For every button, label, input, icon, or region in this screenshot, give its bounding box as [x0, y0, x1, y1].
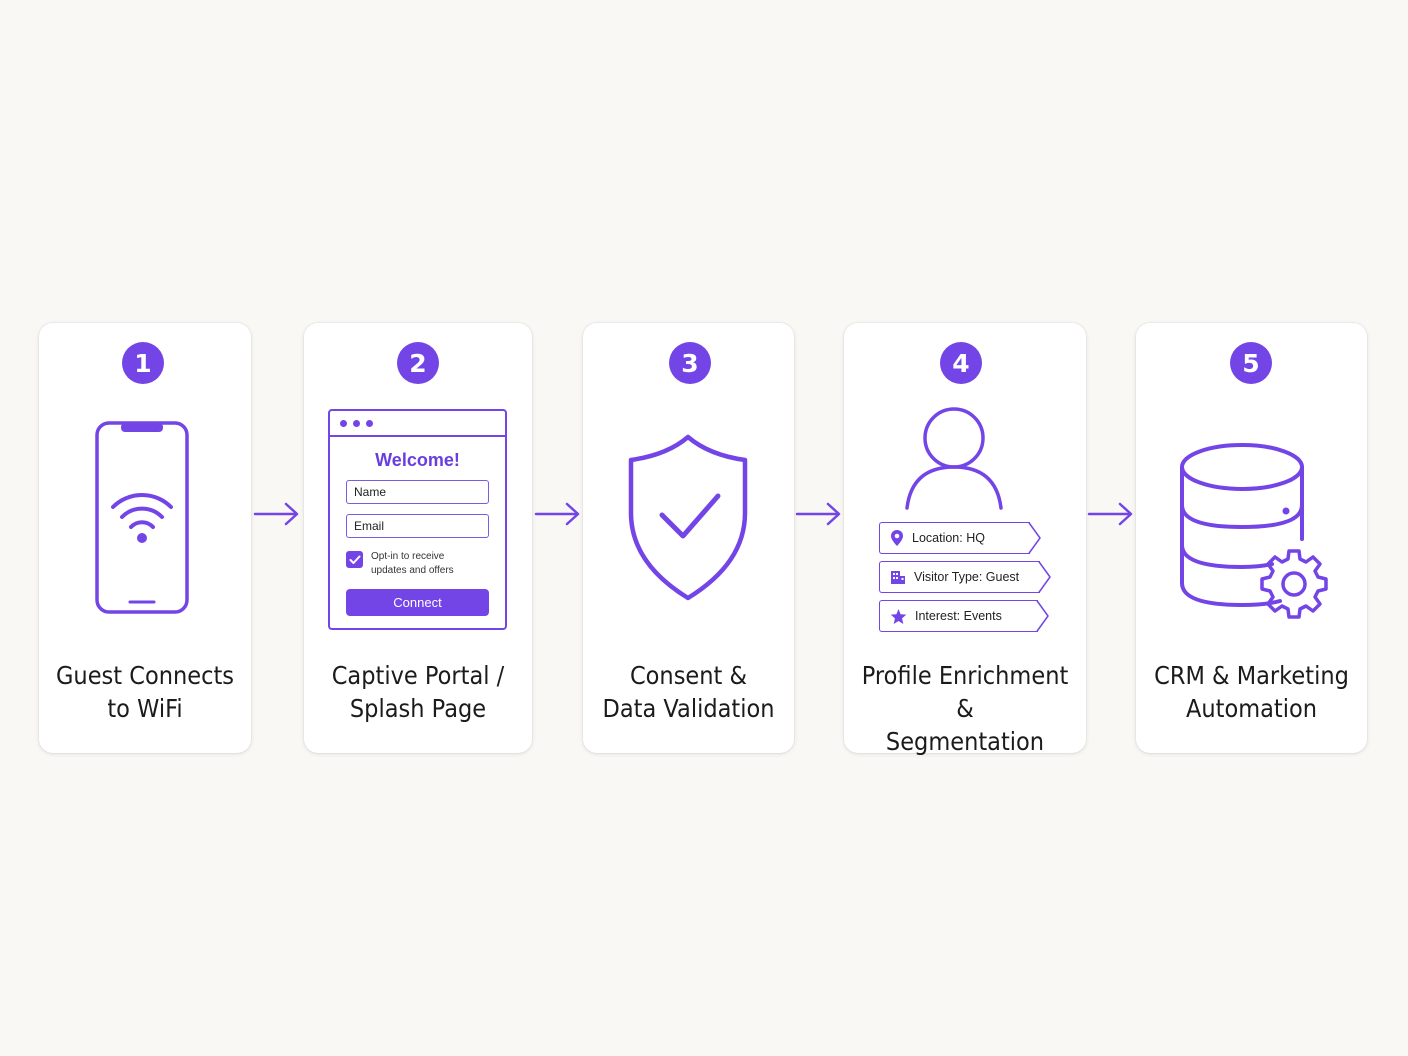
name-field[interactable]: Name [346, 480, 489, 504]
step-title: Guest Connects to WiFi [55, 661, 235, 723]
profile-tag-interest: Interest: Events [879, 599, 1049, 632]
phone-wifi-icon [95, 421, 189, 614]
step-title: Captive Portal / Splash Page [331, 661, 505, 723]
arrow-right-icon [253, 502, 299, 526]
arrow-right-icon [534, 502, 580, 526]
profile-tag-location: Location: HQ [879, 521, 1041, 554]
email-field[interactable]: Email [346, 514, 489, 538]
location-pin-icon [891, 530, 903, 546]
building-icon [891, 571, 905, 584]
window-dot-icon [340, 419, 347, 427]
captive-portal-form: Welcome! Name Email Opt-in to receive up… [328, 409, 507, 630]
shield-check-icon [628, 434, 748, 601]
welcome-heading: Welcome! [375, 450, 460, 470]
step-title: Profile Enrichment & Segmentation [861, 661, 1069, 756]
arrow-right-icon [1087, 502, 1133, 526]
profile-tag-visitor-type: Visitor Type: Guest [879, 560, 1051, 593]
step-number-badge: 4 [940, 342, 982, 384]
step-card-2: 2 Welcome! Name Email Opt-in to receive … [304, 323, 532, 753]
step-number-badge: 1 [122, 342, 164, 384]
optin-label: Opt-in to receive updates and offers [371, 551, 454, 576]
optin-checkbox-row[interactable]: Opt-in to receive updates and offers [346, 550, 489, 578]
connect-button[interactable]: Connect [346, 589, 489, 616]
step-card-3: 3 Consent & Data Validation [583, 323, 794, 753]
step-title: CRM & Marketing Automation [1154, 661, 1349, 723]
browser-bar [330, 411, 505, 437]
step-number-badge: 3 [669, 342, 711, 384]
checkbox-checked-icon[interactable] [346, 551, 363, 568]
step-card-1: 1 Guest Connects to WiFi [39, 323, 251, 753]
step-number-badge: 2 [397, 342, 439, 384]
step-title: Consent & Data Validation [602, 661, 775, 723]
step-number-badge: 5 [1230, 342, 1272, 384]
arrow-right-icon [795, 502, 841, 526]
user-profile-icon [905, 407, 1003, 510]
window-dot-icon [353, 419, 360, 427]
star-icon [890, 608, 907, 624]
window-dot-icon [366, 419, 373, 427]
step-card-4: 4 Location: HQ Visitor Type: Guest Inter… [844, 323, 1086, 756]
step-card-5: 5 CRM & Marketing Automation [1136, 323, 1367, 753]
database-gear-icon [1180, 443, 1328, 619]
